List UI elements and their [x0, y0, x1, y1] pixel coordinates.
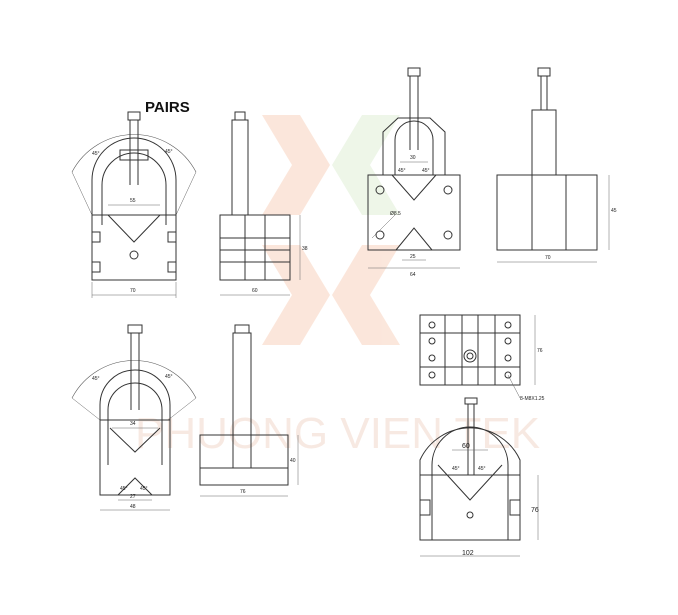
v7-height: 76 [537, 348, 543, 354]
v5-width: 48 [130, 504, 136, 510]
v4-width: 70 [545, 255, 551, 261]
v5-top: 34 [130, 421, 136, 427]
v1-inner: 55 [130, 198, 136, 204]
v5-angle-lower-left: 45° [120, 486, 128, 492]
view-top-bottom-right: 76 8-M8X1.25 [419, 314, 545, 402]
v8-angle-right: 45° [478, 466, 486, 472]
v2-width: 60 [252, 288, 258, 294]
v1-angle-left: 45° [92, 151, 100, 157]
v4-height: 45 [611, 208, 617, 214]
v8-top: 60 [462, 443, 470, 450]
v3-width: 64 [410, 272, 416, 278]
v5-angle-right: 45° [165, 374, 173, 380]
view-side-top-right: 45 70 [496, 67, 617, 263]
heading: PAIRS [145, 99, 190, 116]
v7-thread: 8-M8X1.25 [520, 396, 545, 402]
v5-inner: 27 [130, 494, 136, 500]
v3-angle-right: 45° [422, 168, 430, 174]
v3-top: 30 [410, 155, 416, 161]
v5-angle-left: 45° [92, 376, 100, 382]
view-side-bottom-left: 40 76 [199, 324, 299, 497]
view-side-top-left: 60 38 [219, 111, 308, 296]
v3-angle-left: 45° [398, 168, 406, 174]
v1-width: 70 [130, 288, 136, 294]
v5-angle-lower-right: 45° [140, 486, 148, 492]
v6-width: 76 [240, 489, 246, 495]
v8-height: 76 [531, 507, 539, 514]
v2-height: 38 [302, 246, 308, 252]
watermark-text: PHUONG VIEN TEK [135, 409, 540, 458]
v8-angle-left: 45° [452, 466, 460, 472]
view-front-top-left: 45° 45° 55 70 [71, 111, 197, 298]
view-front-bottom-right: 60 45° 45° 76 102 [419, 397, 539, 557]
v8-width: 102 [462, 550, 474, 557]
view-front-bottom-left: 45° 45° 34 45° 45° 27 48 [71, 324, 197, 511]
v1-angle-right: 45° [165, 149, 173, 155]
view-front-top-right: 30 45° 45° Ø8.5 25 64 [367, 67, 461, 278]
v3-hole: Ø8.5 [390, 211, 401, 217]
v3-inner: 25 [410, 254, 416, 260]
watermark-logo [262, 115, 400, 345]
v6-height: 40 [290, 458, 296, 464]
